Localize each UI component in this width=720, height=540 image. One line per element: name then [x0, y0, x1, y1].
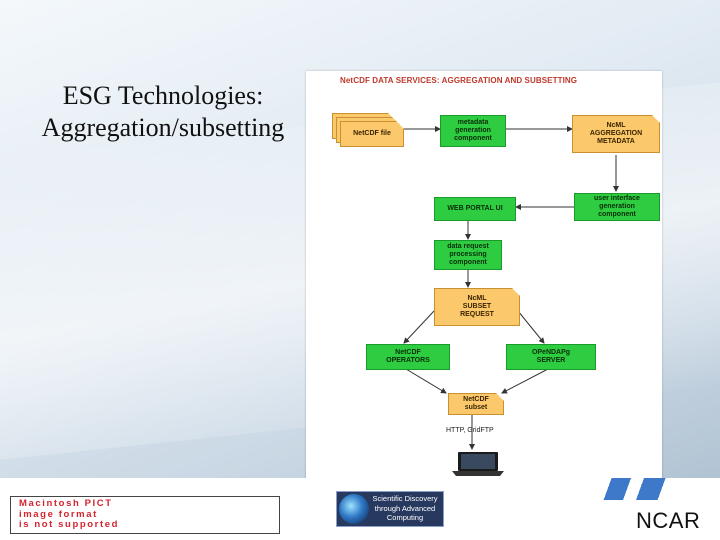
scidac-logo-text: Scientific Discovery through Advanced Co…: [372, 494, 438, 522]
data-request-node: data request processing component: [434, 240, 502, 270]
slide-title-line1: ESG Technologies:: [62, 81, 264, 110]
diagram-title: NetCDF DATA SERVICES: AGGREGATION AND SU…: [340, 76, 578, 85]
metadata-generation-node: metadata generation component: [440, 115, 506, 147]
scidac-logo: Scientific Discovery through Advanced Co…: [336, 491, 444, 527]
diagram-panel: NetCDF DATA SERVICES: AGGREGATION AND SU…: [306, 71, 662, 479]
ncml-subset-request-node: NcML SUBSET REQUEST: [434, 288, 520, 326]
ncar-logo-text: NCAR: [636, 508, 701, 533]
transport-label: HTTP, GridFTP: [446, 427, 494, 434]
netcdf-subset-node: NetCDF subset: [448, 393, 504, 415]
ui-generation-node: user interface generation component: [574, 193, 660, 221]
pict-notice-text: Macintosh PICT image format is not suppo…: [19, 498, 120, 530]
slide-title-line2: Aggregation/subsetting: [41, 113, 285, 142]
globe-icon: [339, 494, 369, 524]
slide-title: ESG Technologies: Aggregation/subsetting: [18, 80, 308, 144]
opendap-server-node: OPeNDAPg SERVER: [506, 344, 596, 370]
diagram-arrows: [403, 126, 619, 450]
arrow-subset-to-opendap: [517, 310, 545, 344]
netcdf-file-node: NetCDF file: [340, 121, 404, 147]
laptop-icon: [452, 452, 504, 476]
ncml-aggregation-node: NcML AGGREGATION METADATA: [572, 115, 660, 153]
arrow-ops-to-netcdf-subset: [405, 368, 447, 394]
ncar-stripe-logo: [590, 478, 690, 500]
web-portal-node: WEB PORTAL UI: [434, 197, 516, 221]
pict-unsupported-placeholder: Macintosh PICT image format is not suppo…: [10, 496, 280, 534]
netcdf-operators-node: NetCDF OPERATORS: [366, 344, 450, 370]
arrow-opendap-to-netcdf-subset: [501, 368, 549, 394]
arrow-subset-to-ops: [403, 310, 435, 344]
